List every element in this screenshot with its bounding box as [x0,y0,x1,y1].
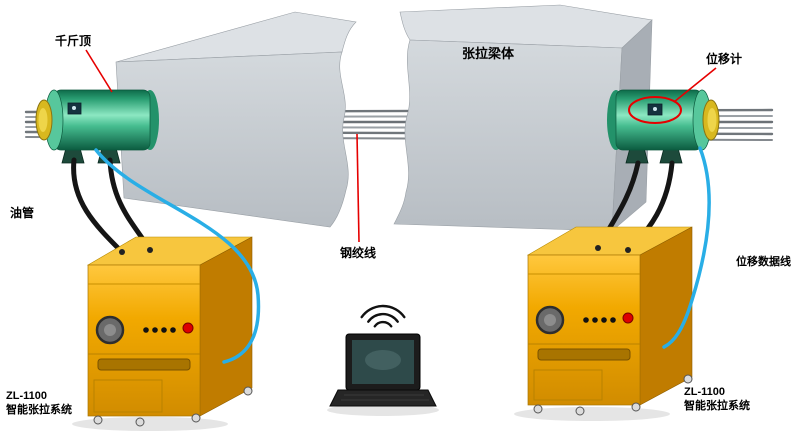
right-pump-indicator [601,317,607,323]
left-oil-hose [71,157,125,255]
right-pump-handle-slot [537,348,631,361]
laptop-screen [352,340,414,384]
right-pump-indicator [610,317,616,323]
displacement-meter-label: 位移计 [706,52,743,66]
right-pump-shadow [514,407,670,421]
wireless-signal-icon [360,304,406,328]
displacement-data-cable [662,146,711,349]
left-jack-body [53,89,151,151]
wifi-arc [367,312,399,323]
annotations [85,49,717,243]
left-pump-unit [86,236,253,427]
right-pump-caster [575,406,585,416]
displacement-highlight-ellipse [628,96,682,124]
right-jack [607,89,720,164]
left-pump-shadow [72,417,228,431]
right-system-model: ZL-1100 [684,386,725,398]
displacement-data-cable-label: 位移数据线 [736,256,791,268]
right-pump-indicator [592,317,598,323]
left-pump-handle-slot [97,358,191,371]
left-pump-indicator [170,327,176,333]
right-pump-red-button[interactable] [622,312,634,324]
right-pump-caster [631,402,641,412]
left-pump-indicator [152,327,158,333]
right-hose-port [595,245,601,251]
right-system-label: ZL-1100 智能张拉系统 [684,386,750,414]
laptop-screen-glare [365,350,401,370]
left-system-model: ZL-1100 [6,390,47,402]
wifi-arc [373,320,393,328]
left-pump-caster [191,413,201,423]
right-jack-body [615,89,703,151]
steel-strand-label: 钢绞线 [340,246,377,260]
jack-label: 千斤顶 [55,34,92,48]
left-beam-top-face [115,11,357,63]
right-hose-port [625,247,631,253]
left-pump-red-button[interactable] [182,322,194,334]
left-jack-sensor-dot [72,106,76,110]
left-pump-gauge-face [104,324,116,336]
left-system-label: ZL-1100 智能张拉系统 [6,390,72,418]
right-pump-caster [533,404,543,414]
cables [94,146,711,364]
left-pump-door [93,379,163,413]
left-beam-front-face [115,51,349,228]
laptop-base [329,389,437,407]
left-sensor-cable [94,148,261,364]
left-pump-caster [243,386,253,396]
right-pump-unit [526,226,693,416]
left-hose-port [119,249,125,255]
wifi-arc [360,304,406,319]
right-beam-front-face [393,39,623,232]
jack-pointer-line [85,49,113,93]
right-pump-indicator [583,317,589,323]
left-anchor-plate-inner [38,108,48,132]
left-pump-caster [93,415,103,425]
right-pump-gauge-face [544,314,556,326]
left-hose-port [147,247,153,253]
right-pump-door [533,369,603,401]
displacement-pointer-line [673,67,717,103]
beam-label: 张拉梁体 [462,46,515,61]
left-pump-indicator [161,327,167,333]
left-pump-caster [135,417,145,427]
laptop [329,304,437,407]
right-system-name: 智能张拉系统 [684,399,750,412]
displacement-sensor-dot [653,107,657,111]
left-pump-indicator [143,327,149,333]
left-beam-block [115,11,357,228]
right-pump-caster [683,374,693,384]
right-anchor-plate-inner [707,108,717,132]
laptop-shadow [327,404,439,416]
strand-pointer-line [356,133,360,243]
left-system-name: 智能张拉系统 [6,403,72,416]
oil-pipe-label: 油管 [10,206,35,220]
